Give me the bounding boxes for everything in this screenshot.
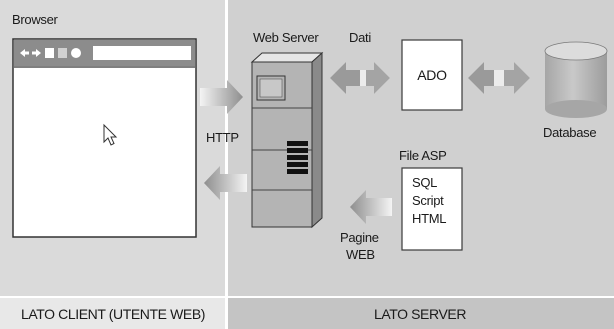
stop-icon — [45, 48, 54, 58]
dati-label: Dati — [349, 30, 371, 45]
database-label: Database — [543, 125, 597, 140]
ado-box — [401, 39, 463, 111]
refresh-icon — [71, 48, 81, 58]
asp-script-text: Script — [412, 193, 444, 208]
asp-sql-text: SQL — [412, 175, 438, 190]
arrow-right-icon — [32, 49, 41, 57]
web-server-label: Web Server — [253, 30, 319, 45]
server-vent-grille — [287, 141, 308, 174]
http-request-arrow — [200, 80, 243, 114]
home-icon — [58, 48, 67, 58]
file-asp-label: File ASP — [399, 148, 447, 163]
pagine-web-arrow — [350, 190, 392, 224]
http-response-arrow — [204, 166, 247, 200]
server-footer-band — [226, 298, 614, 329]
ado-label: ADO — [417, 67, 447, 83]
database-cylinder — [544, 41, 608, 118]
client-footer-band — [0, 298, 226, 329]
arrow-left-icon — [20, 49, 29, 57]
address-bar — [93, 46, 191, 60]
asp-html-text: HTML — [412, 211, 447, 226]
pagine-label: Pagine — [340, 230, 379, 245]
browser-label: Browser — [12, 12, 58, 27]
file-asp-box — [401, 167, 463, 251]
http-label: HTTP — [206, 130, 239, 145]
mouse-cursor-icon — [103, 123, 118, 146]
browser-window — [12, 38, 197, 238]
web-label: WEB — [346, 247, 375, 262]
web-server-tower — [250, 51, 324, 229]
server-side-label: LATO SERVER — [373, 305, 467, 322]
client-side-label: LATO CLIENT (UTENTE WEB) — [20, 305, 206, 322]
